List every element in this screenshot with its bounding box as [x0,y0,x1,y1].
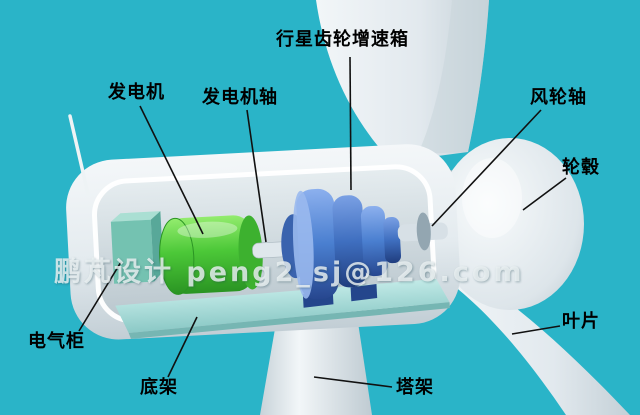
leader-blade [511,325,561,335]
label-gearbox: 行星齿轮增速箱 [276,29,409,50]
leader-rotor-shaft [431,109,542,227]
label-blade: 叶片 [562,311,600,332]
leader-generator [139,105,204,235]
label-base-frame: 底架 [140,377,178,398]
leader-electrical-cabinet [78,261,122,332]
label-hub: 轮毂 [562,157,600,178]
generator-shape [159,215,263,295]
leader-generator-shaft [246,109,267,243]
label-rotor-shaft: 风轮轴 [530,87,587,108]
leader-gearbox [349,56,352,191]
watermark: 鹏芃设计 peng2_sj@126.com [54,257,525,288]
rotor-shaft-shape [397,212,448,251]
electrical-cabinet-shape [110,211,164,284]
leader-base-frame [167,316,198,378]
gearbox-shape [281,188,402,308]
leader-lines [78,56,567,388]
label-electrical-cabinet: 电气柜 [28,331,85,352]
leader-tower [313,376,393,388]
label-generator-shaft: 发电机轴 [202,87,278,108]
label-generator: 发电机 [108,82,165,103]
nacelle-assembly [66,144,461,340]
leader-hub [522,177,567,211]
label-tower: 塔架 [396,377,434,398]
upper-blade-shape [316,0,489,162]
antenna-shape [68,114,90,196]
